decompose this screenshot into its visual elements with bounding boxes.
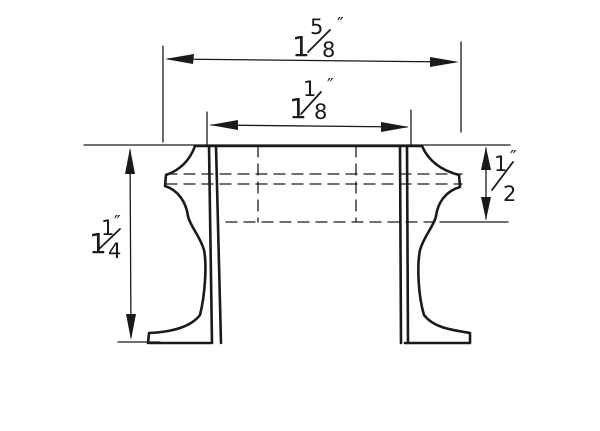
- arrowhead-bottom-rim: [481, 197, 491, 220]
- right-wall-inner: [405, 144, 410, 345]
- inner-width-numerator: 1: [303, 77, 316, 101]
- dimension-line-height: [129, 149, 132, 338]
- right-outer-contour: [403, 144, 472, 345]
- top-width-dimension: 1 5 8 ″: [162, 14, 462, 143]
- right-profile: [398, 144, 472, 345]
- inner-width-dimension: 1 1 8 ″: [206, 75, 412, 147]
- rim-height-unit: ″: [510, 147, 517, 168]
- total-height-numerator: 1: [101, 216, 114, 240]
- inner-width-label: 1 1 8 ″: [289, 75, 334, 125]
- total-height-dimension: 1 1 4 ″: [89, 148, 161, 343]
- left-profile: [146, 144, 223, 345]
- left-outer-contour: [146, 144, 212, 345]
- rim-height-numerator: 1: [494, 152, 507, 176]
- inner-width-denominator: 8: [314, 100, 327, 124]
- total-height-unit: ″: [114, 212, 121, 233]
- total-height-fraction-bar: [98, 228, 121, 250]
- top-width-denominator: 8: [322, 38, 335, 62]
- top-width-whole: 1: [292, 30, 310, 63]
- arrowhead-top-rim: [481, 147, 491, 170]
- inner-width-fraction-bar: [300, 91, 322, 115]
- top-width-label: 1 5 8 ″: [292, 14, 344, 63]
- rim-height-denominator: 2: [503, 182, 516, 206]
- inner-width-whole: 1: [289, 92, 307, 125]
- arrowhead-right-top: [430, 57, 459, 67]
- arrowhead-bottom-height: [126, 314, 136, 340]
- left-wall-inner: [214, 144, 223, 345]
- dimension-line-top: [167, 58, 456, 63]
- top-width-numerator: 5: [310, 15, 323, 39]
- total-height-label: 1 1 4 ″: [89, 212, 121, 263]
- rim-height-dimension: 1 2 ″: [439, 147, 517, 223]
- arrowhead-left-top: [165, 54, 194, 64]
- top-width-fraction-bar: [307, 29, 331, 53]
- arrowhead-right-inner: [381, 122, 409, 132]
- top-width-unit: ″: [337, 14, 344, 35]
- rim-height-fraction-bar: [491, 161, 514, 191]
- inner-width-unit: ″: [327, 75, 334, 96]
- dimension-line-inner: [210, 124, 408, 128]
- rim-height-label: 1 2 ″: [491, 147, 517, 206]
- total-height-denominator: 4: [108, 239, 121, 263]
- right-wall-outer: [398, 144, 403, 345]
- hidden-lines: [165, 145, 463, 223]
- left-wall-outer: [207, 144, 214, 345]
- arrowhead-top-height: [125, 148, 135, 174]
- arrowhead-left-inner: [210, 120, 238, 130]
- total-height-whole: 1: [89, 227, 107, 260]
